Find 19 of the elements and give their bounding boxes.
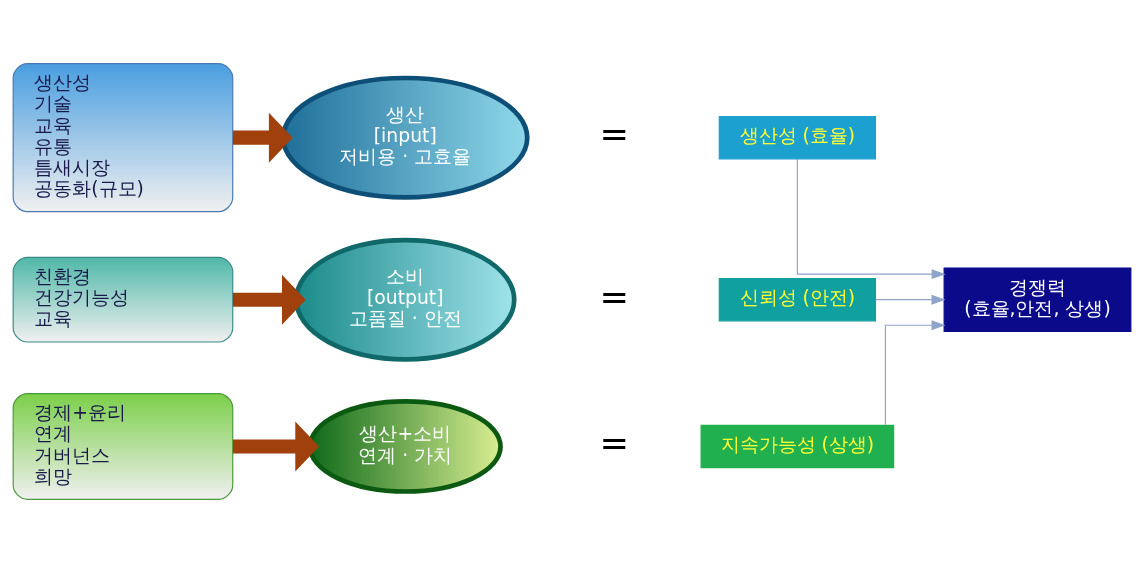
arrow bbox=[884, 319, 946, 425]
node-ellipse: 생산 [input] 저비용 · 고효율 bbox=[280, 75, 530, 200]
label: = bbox=[599, 275, 629, 317]
arrow bbox=[232, 420, 320, 471]
node-box: 친환경 건강기능성 교육 bbox=[12, 256, 234, 343]
node-box: 생산성 (효율) bbox=[718, 115, 877, 159]
arrow bbox=[796, 157, 946, 279]
arrow bbox=[232, 274, 306, 325]
node-box: 경제+윤리 연계 거버넌스 희망 bbox=[12, 392, 234, 500]
node-box: 생산성 기술 교육 유통 틈새시장 공동화(규모) bbox=[12, 62, 234, 212]
arrow bbox=[875, 294, 946, 305]
node-box: 경쟁력 (효율,안전, 상생) bbox=[943, 266, 1132, 332]
arrow bbox=[232, 112, 293, 163]
label: = bbox=[599, 112, 629, 154]
label: = bbox=[599, 421, 629, 463]
node-box: 지속가능성 (상생) bbox=[700, 424, 895, 468]
node-ellipse: 소비 [output] 고품질 · 안전 bbox=[294, 237, 517, 362]
node-box: 신뢰성 (안전) bbox=[718, 277, 877, 321]
node-ellipse: 생산+소비 연계 · 가치 bbox=[307, 398, 503, 494]
